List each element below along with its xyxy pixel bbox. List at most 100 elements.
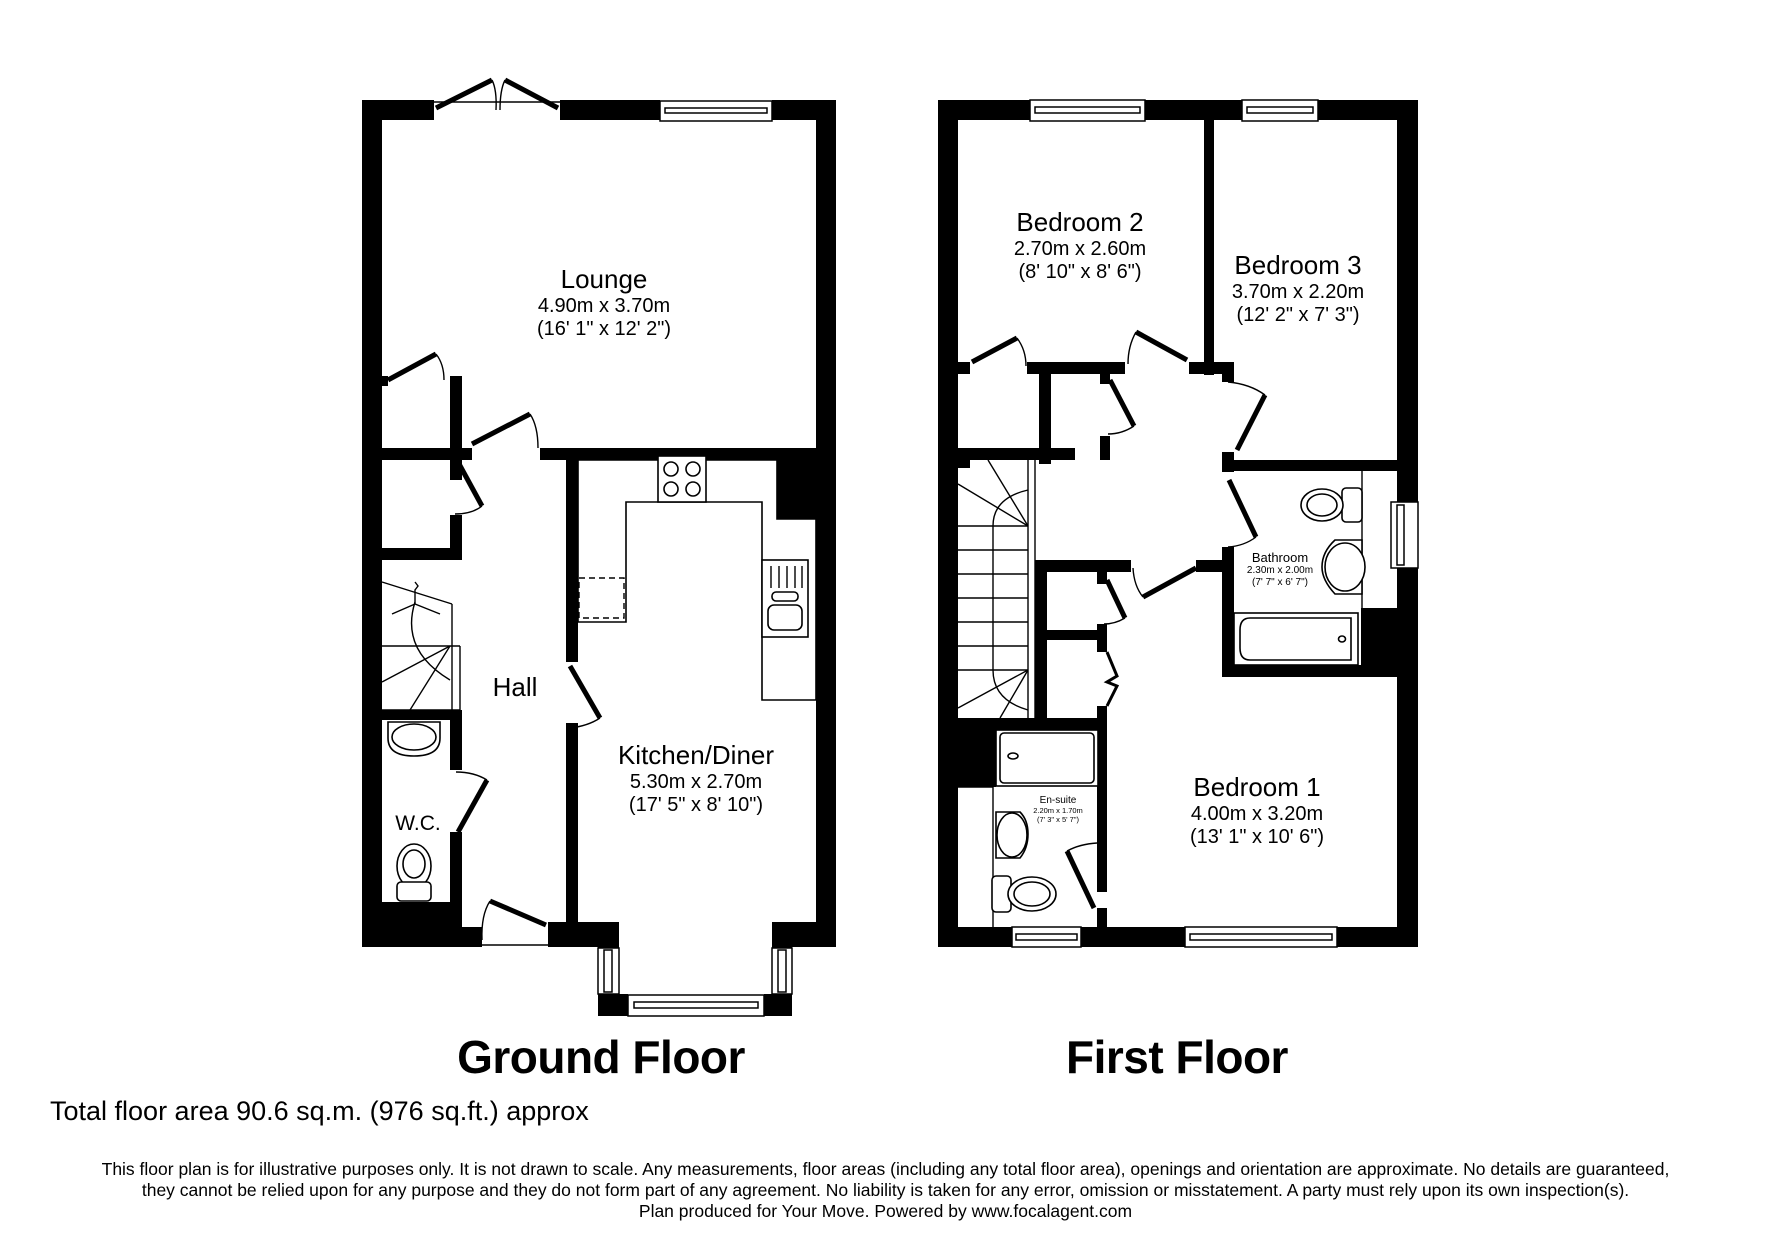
room-name: Bedroom 3	[1234, 250, 1362, 280]
disclaimer-line-1: This floor plan is for illustrative purp…	[101, 1159, 1670, 1179]
room-label-lounge: Lounge 4.90m x 3.70m (16' 1" x 12' 2")	[537, 264, 671, 342]
kitchen-west-wall-bottom	[566, 723, 578, 923]
bathroom-north-wall	[1232, 460, 1397, 471]
ground-stairs	[381, 581, 461, 711]
landing-cupboard-west-wall	[1039, 374, 1051, 464]
ground-north-wall-mid	[560, 100, 660, 120]
room-label-bathroom: Bathroom 2.30m x 2.00m (7' 7" x 6' 7")	[1247, 550, 1313, 589]
total-floor-area: Total floor area 90.6 sq.m. (976 sq.ft.)…	[50, 1096, 589, 1126]
room-label-bedroom-1: Bedroom 1 4.00m x 3.20m (13' 1" x 10' 6"…	[1190, 772, 1324, 850]
bathroom-door	[1226, 478, 1259, 548]
bedroom2-window	[1029, 99, 1146, 122]
wc-east-wall-top	[450, 720, 462, 770]
ground-north-wall-left	[362, 100, 434, 120]
kitchen-bay-window	[597, 947, 793, 1017]
room-name: Hall	[492, 672, 538, 702]
ground-floor-title: Ground Floor	[457, 1031, 745, 1083]
landing-cupboard-door	[1107, 378, 1137, 435]
room-name: Kitchen/Diner	[617, 740, 775, 770]
ensuite-boxing	[958, 732, 996, 787]
room-label-bedroom-2: Bedroom 2 2.70m x 2.60m (8' 10" x 8' 6")	[1014, 207, 1146, 285]
cupboard-south-wall	[382, 548, 462, 560]
ground-west-wall	[362, 100, 382, 947]
room-name: En-suite	[1039, 795, 1077, 806]
bed2-bed3-wall	[1204, 120, 1214, 375]
lounge-french-doors	[434, 77, 560, 111]
room-label-bedroom-3: Bedroom 3 3.70m x 2.20m (12' 2" x 7' 3")	[1232, 250, 1364, 328]
room-label-hall: Hall	[493, 672, 538, 703]
room-imperial: (7' 3" x 5' 7")	[1037, 814, 1079, 824]
airing-cupboard-door	[1103, 578, 1128, 625]
bathroom-toilet-icon	[1300, 487, 1363, 523]
ensuite-toilet-icon	[991, 875, 1057, 913]
ensuite-door	[1064, 842, 1098, 910]
lounge-south-wall-left	[362, 448, 472, 460]
shower-tray-icon	[995, 729, 1099, 787]
room-metric: 2.20m x 1.70m	[1033, 805, 1083, 815]
room-imperial: (17' 5" x 8' 10")	[628, 794, 764, 817]
bathroom-west-wall	[1222, 547, 1234, 675]
bathroom-basin-icon	[1321, 539, 1366, 595]
kitchen-door	[567, 664, 603, 729]
first-north-wall	[938, 100, 1418, 120]
room-metric: 2.70m x 2.60m	[1013, 237, 1147, 260]
first-floor-title: First Floor	[1066, 1031, 1288, 1083]
bedroom3-window	[1241, 99, 1319, 122]
bathroom-south-wall	[1222, 665, 1397, 677]
room-metric: 3.70m x 2.20m	[1231, 280, 1365, 303]
front-door	[481, 898, 548, 946]
disclaimer-line-2: they cannot be relied upon for any purpo…	[141, 1180, 1630, 1200]
landing-bedroom1-door	[1132, 565, 1198, 600]
lounge-south-wall-right	[540, 448, 836, 460]
chimney-breast	[777, 460, 818, 519]
wc-door	[455, 771, 490, 834]
room-label-en-suite: En-suite 2.20m x 1.70m (7' 3" x 5' 7")	[1033, 795, 1083, 824]
room-metric: 2.30m x 2.00m	[1246, 565, 1314, 577]
hall-cupboard-door	[454, 460, 485, 515]
ground-east-wall	[816, 100, 836, 947]
cupboard-south-wall-first	[958, 448, 1075, 460]
room-name: Bedroom 2	[1016, 207, 1144, 237]
room-name: Bedroom 1	[1193, 772, 1321, 802]
first-floor-plan	[938, 99, 1419, 948]
room-metric: 4.00m x 3.20m	[1190, 802, 1324, 825]
bedroom1-window	[1184, 926, 1338, 948]
room-imperial: (8' 10" x 8' 6")	[1018, 261, 1142, 284]
wc-toilet-icon	[396, 843, 432, 902]
disclaimer: This floor plan is for illustrative purp…	[0, 1159, 1771, 1222]
lounge-door	[470, 411, 539, 449]
room-metric: 5.30m x 2.70m	[629, 770, 763, 793]
ensuite-window	[1011, 926, 1082, 948]
kitchen-sink-icon	[761, 559, 809, 638]
bathroom-window	[1390, 501, 1419, 569]
bedroom2-door	[1127, 329, 1189, 365]
first-floor-stairs	[957, 459, 1036, 719]
ground-floor-plan	[362, 77, 836, 1017]
room-metric: 4.90m x 3.70m	[537, 294, 671, 317]
room-name: Lounge	[560, 264, 648, 294]
kitchen-west-wall-top	[566, 460, 578, 662]
appliance-space-dashed	[578, 577, 625, 619]
first-west-wall	[938, 100, 958, 947]
room-imperial: (12' 2" x 7' 3")	[1236, 304, 1360, 327]
room-label-wc: W.C.	[395, 812, 441, 837]
room-name: Bathroom	[1251, 550, 1309, 565]
lounge-cupboard-door	[386, 351, 445, 383]
hob-icon	[657, 455, 707, 503]
ground-north-wall-right	[772, 100, 836, 120]
room-label-kitchen-diner: Kitchen/Diner 5.30m x 2.70m (17' 5" x 8'…	[618, 740, 774, 818]
room-imperial: (16' 1" x 12' 2")	[536, 318, 672, 341]
first-south-wall	[938, 927, 1418, 947]
lounge-window	[659, 100, 773, 122]
room-imperial: (13' 1" x 10' 6")	[1189, 826, 1325, 849]
ensuite-basin-icon	[995, 811, 1029, 859]
bath-icon	[1233, 612, 1359, 666]
wc-basin-icon	[387, 721, 441, 757]
lounge-cupboard-wall	[450, 376, 462, 476]
landing-partition-wall	[1035, 560, 1047, 730]
disclaimer-line-3: Plan produced for Your Move. Powered by …	[638, 1201, 1133, 1221]
room-imperial: (7' 7" x 6' 7")	[1252, 577, 1308, 589]
wardrobe-bifold-door	[1103, 651, 1120, 707]
bedroom3-door	[1227, 381, 1268, 452]
